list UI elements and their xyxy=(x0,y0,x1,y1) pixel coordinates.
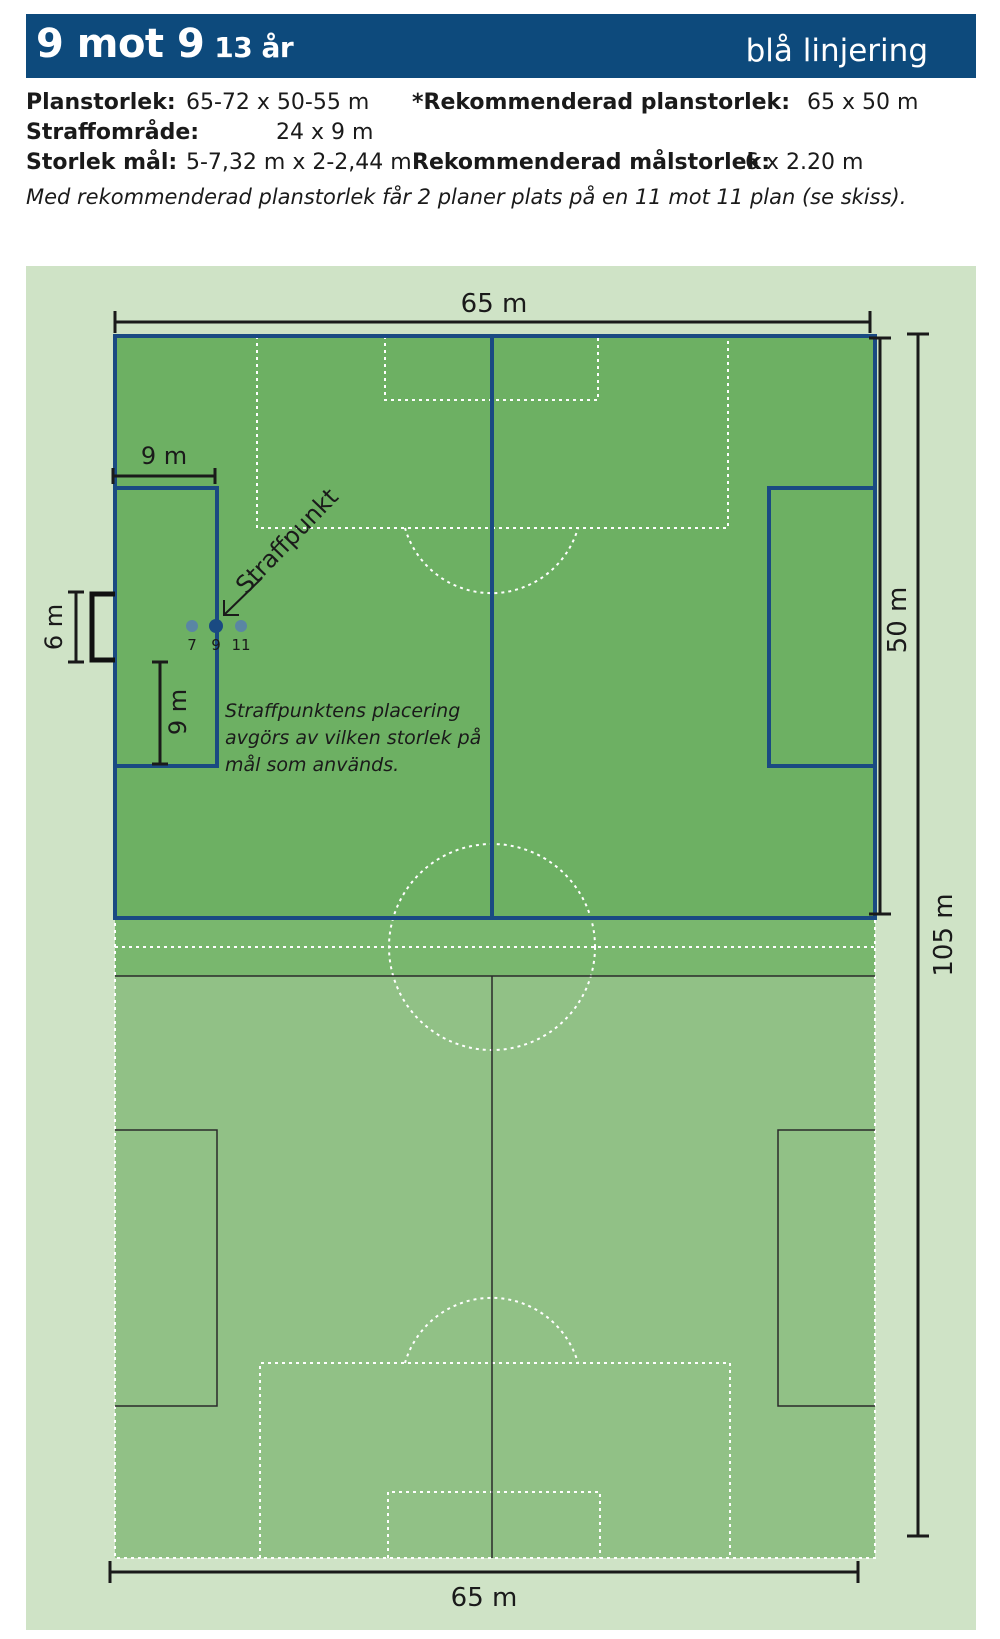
goal-icon xyxy=(89,591,115,663)
spot-label-9: 9 xyxy=(211,636,221,654)
top-width-dimension xyxy=(113,311,872,333)
pitch-outline-blue xyxy=(113,334,877,920)
upper-pitch xyxy=(115,336,875,918)
bottom-width-dimension xyxy=(108,1561,860,1583)
lower-pitch-lines xyxy=(115,975,875,1558)
recommended-goal-value: 6 x 2.20 m xyxy=(745,150,864,175)
header-banner: 9 mot 9 13 år blå linjering xyxy=(26,14,976,78)
bottom-goal-area-dotted xyxy=(387,1491,601,1558)
page-title: 9 mot 9 13 år xyxy=(36,20,294,72)
full-height-label: 105 m xyxy=(929,893,959,976)
blue-lining xyxy=(113,334,877,920)
bottom-penalty-area-dotted xyxy=(259,1362,731,1558)
bottom-width-label: 65 m xyxy=(451,1583,518,1613)
recommendation-note: Med rekommenderad planstorlek får 2 plan… xyxy=(26,185,907,209)
spot-label-7: 7 xyxy=(187,636,197,654)
full-height-dimension xyxy=(907,332,929,1538)
recommended-pitch-value: 65 x 50 m xyxy=(807,90,919,115)
goal-width-dimension xyxy=(68,590,84,664)
goal-size-value: 5-7,32 m x 2-2,44 m xyxy=(186,150,412,175)
pitch-size-label: Planstorlek: xyxy=(26,90,176,115)
goal-size-label: Storlek mål: xyxy=(26,150,178,175)
top-width-label: 65 m xyxy=(461,289,528,319)
lining-label: blå linjering xyxy=(745,33,928,69)
penalty-area-label: Straffområde: xyxy=(26,120,200,145)
annotation-line-3: mål som används. xyxy=(225,753,399,776)
penalty-spot-9 xyxy=(209,619,223,633)
top-penalty-arc-dotted xyxy=(404,527,579,595)
annotation-line-1: Straffpunktens placering xyxy=(225,700,460,722)
penalty-depth-top-label: 9 m xyxy=(141,442,187,470)
recommended-pitch-label: *Rekommenderad planstorlek: xyxy=(412,90,790,115)
lower-left-penalty-area xyxy=(115,1129,218,1407)
penalty-depth-side-dimension xyxy=(152,660,168,766)
penalty-depth-top-dimension xyxy=(111,468,217,484)
title-text: 9 mot 9 xyxy=(36,21,205,67)
penalty-spot-11 xyxy=(235,620,247,632)
lower-right-penalty-area xyxy=(777,1129,875,1407)
goal-width-label: 6 m xyxy=(40,604,68,650)
age-label: 13 år xyxy=(214,31,294,64)
penalty-depth-side-label: 9 m xyxy=(164,689,192,735)
annotation-line-2: avgörs av vilken storlek på xyxy=(225,726,481,749)
arrow-head-icon xyxy=(223,600,239,616)
penalty-spot-arrow xyxy=(223,577,263,616)
recommended-goal-label: Rekommenderad målstorlek: xyxy=(412,150,770,175)
pitch-height-dimension xyxy=(869,336,891,916)
lower-pitch xyxy=(115,976,875,1558)
right-penalty-area-blue xyxy=(767,486,875,768)
penalty-spot-7 xyxy=(186,620,198,632)
spot-label-11: 11 xyxy=(231,636,250,654)
spot-annotation: Straffpunktens placering avgörs av vilke… xyxy=(225,700,481,776)
penalty-area-value: 24 x 9 m xyxy=(276,120,374,145)
bottom-penalty-arc-dotted xyxy=(404,1296,579,1364)
pitch-size-value: 65-72 x 50-55 m xyxy=(186,90,370,115)
pitch-height-label: 50 m xyxy=(883,587,913,654)
arrow-shaft xyxy=(224,577,263,615)
